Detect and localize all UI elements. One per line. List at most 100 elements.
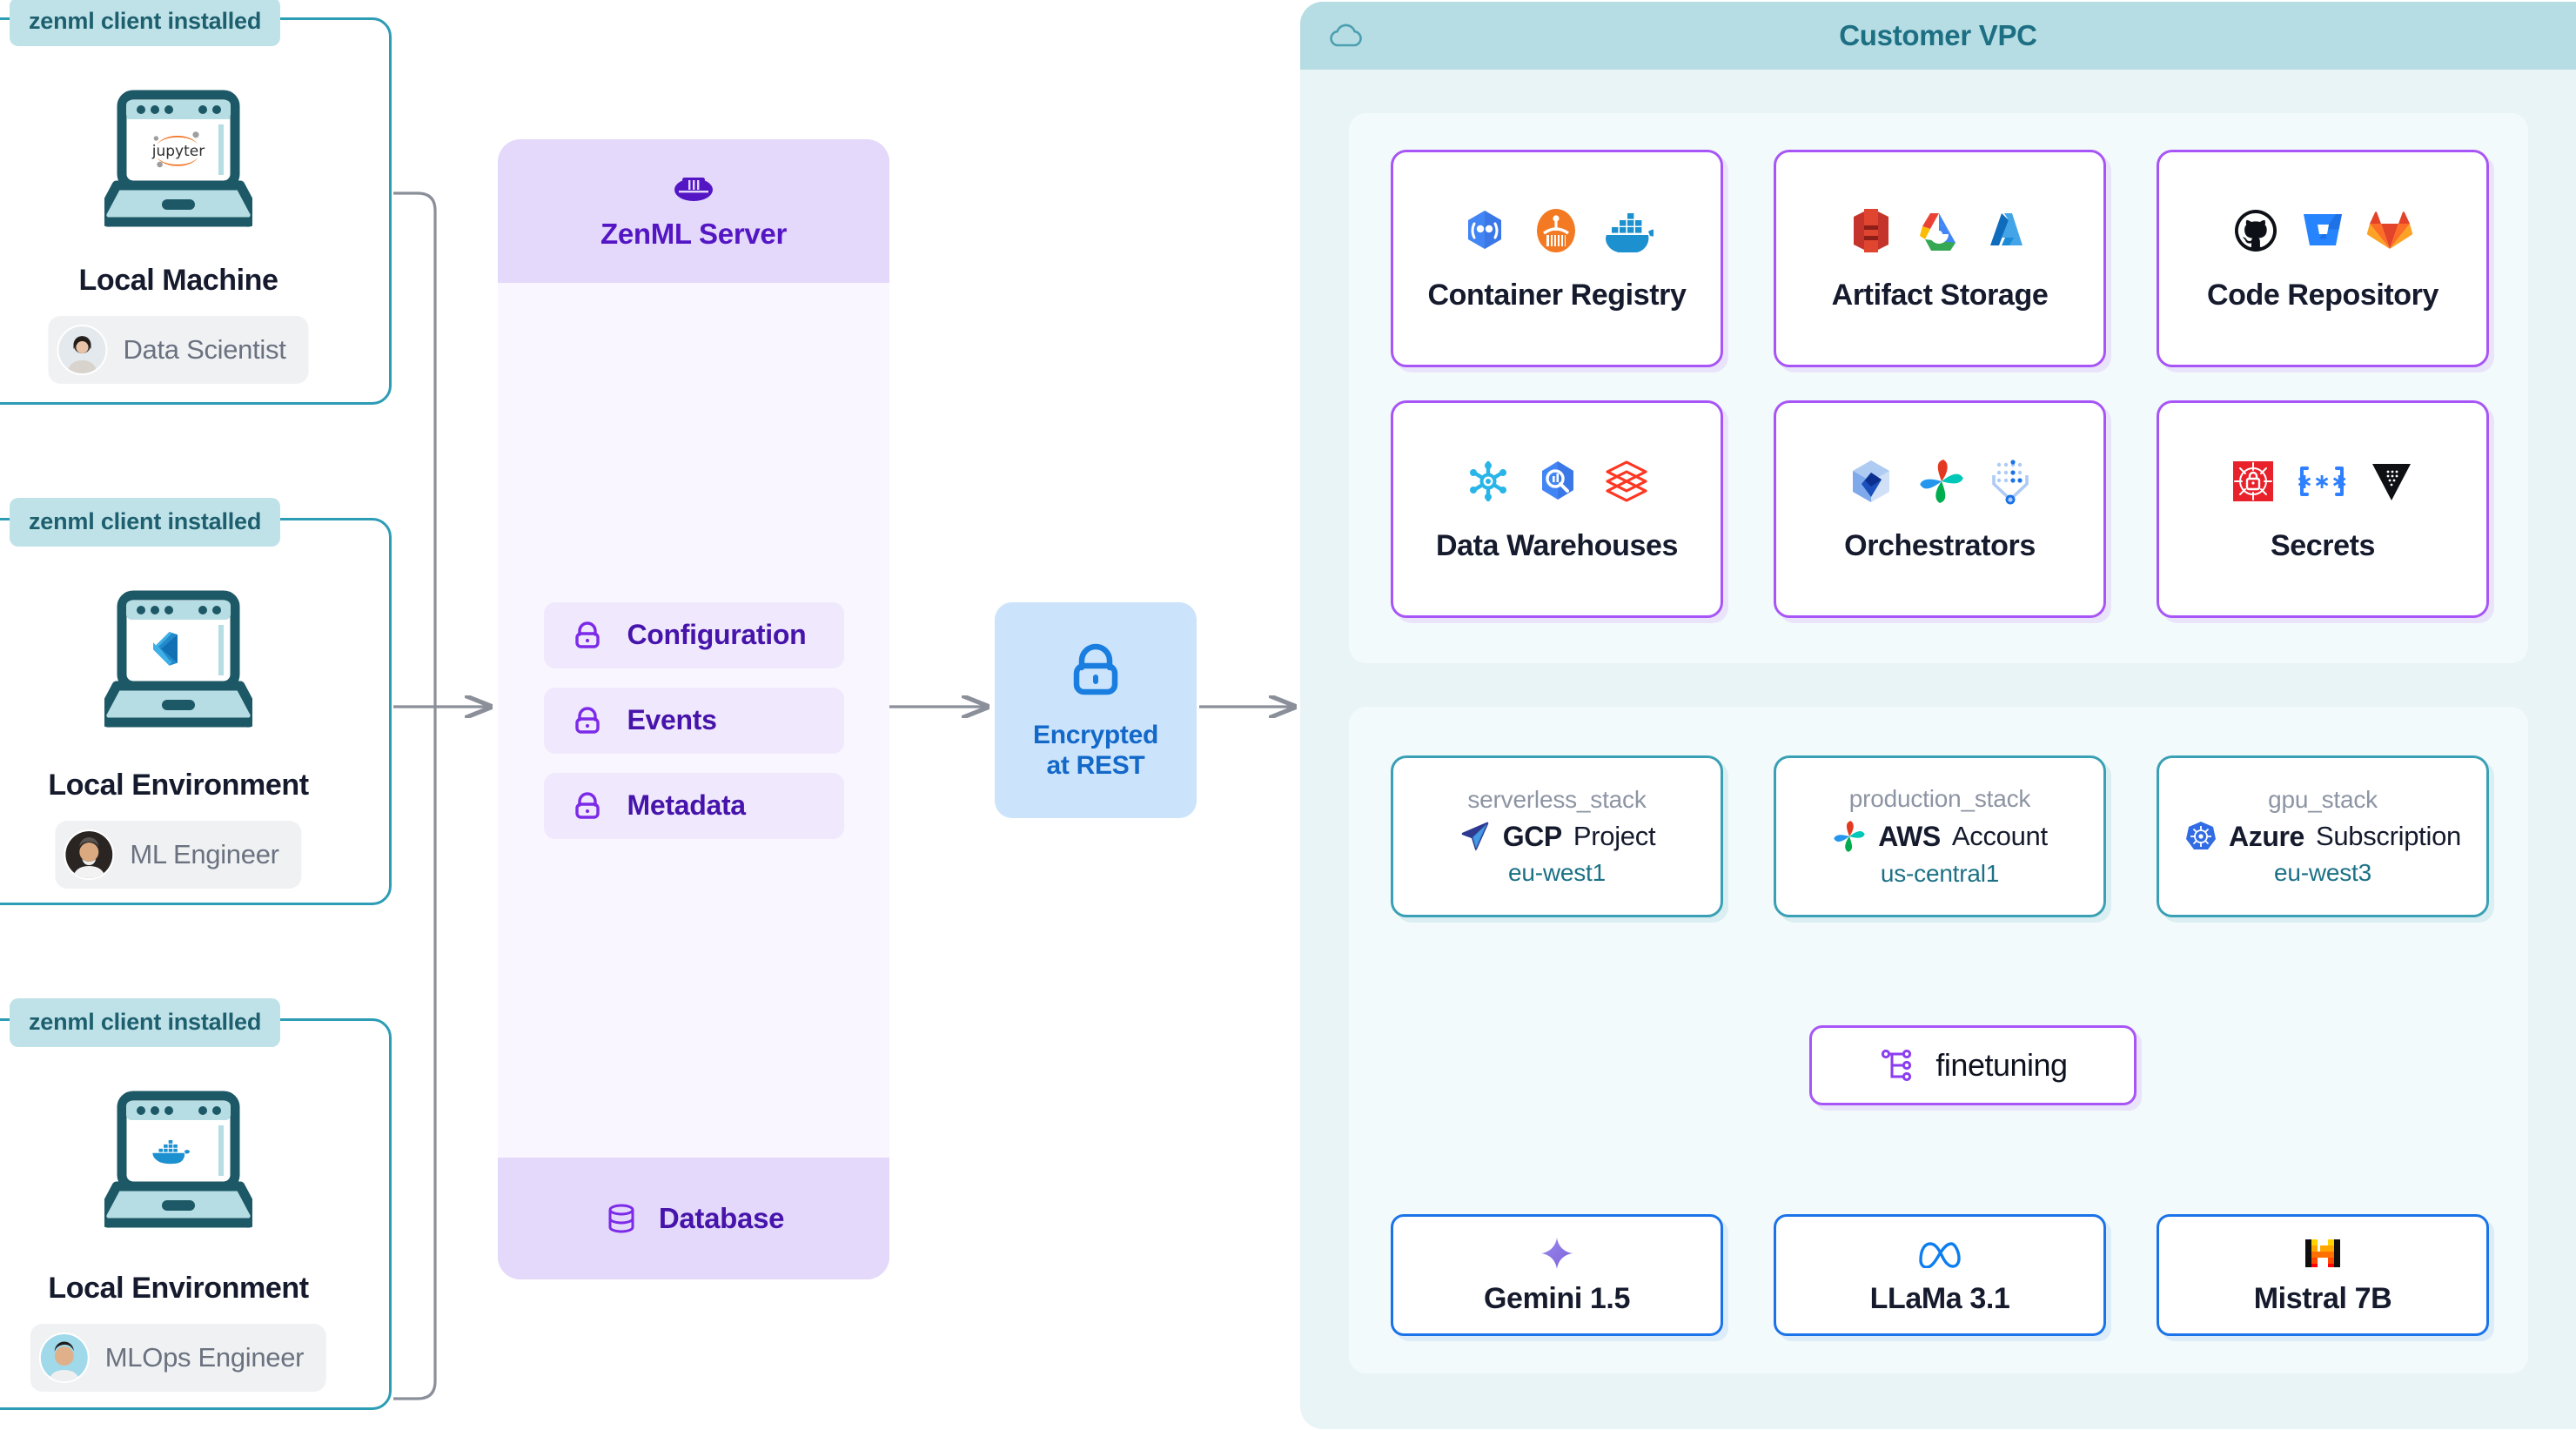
aws-secrets-manager-icon: [2233, 460, 2273, 501]
zenml-client-badge: zenml client installed: [10, 498, 281, 547]
stack-card-gpu[interactable]: gpu_stack Azure Subscription eu-west3: [2157, 755, 2489, 917]
stack-kind: Project: [1573, 821, 1656, 851]
azure-kubernetes-icon: [2186, 822, 2217, 849]
service-card-secrets[interactable]: ∗∗∗ Secrets: [2157, 400, 2489, 618]
card-title: Local Machine: [78, 264, 278, 297]
stack-name: serverless_stack: [1467, 786, 1647, 813]
model-card-mistral[interactable]: Mistral 7B: [2157, 1214, 2489, 1336]
service-label: Container Registry: [1427, 278, 1687, 312]
stack-kind: Account: [1951, 821, 2048, 851]
encrypted-at-rest-box: Encrypted at REST: [995, 602, 1197, 818]
vscode-icon: [104, 590, 252, 728]
zenml-client-badge: zenml client installed: [10, 998, 281, 1047]
server-row-metadata[interactable]: Metadata: [543, 772, 844, 839]
google-cloud-storage-icon: [1920, 212, 1955, 251]
client-card-local-environment-mlops: zenml client installed: [0, 998, 392, 1410]
gcp-container-registry-icon: [1468, 210, 1501, 249]
laptop-docker-illustration: [0, 1084, 389, 1232]
pipeline-icon: [1882, 1049, 1912, 1082]
model-label: Mistral 7B: [2253, 1281, 2392, 1315]
lock-icon: [1073, 643, 1118, 695]
server-row-label: Configuration: [627, 619, 807, 650]
service-label: Data Warehouses: [1435, 528, 1679, 562]
airflow-icon: [1920, 459, 1963, 503]
laptop-vscode-illustration: [0, 583, 389, 731]
service-label: Orchestrators: [1844, 528, 2036, 562]
stack-region: us-central1: [1880, 860, 2000, 887]
lock-icon: [574, 791, 600, 819]
service-label: Code Repository: [2206, 278, 2439, 312]
client-card-local-machine: zenml client installed jupyter: [0, 0, 392, 405]
databricks-icon: [1606, 460, 1647, 502]
service-icons: ∗∗∗: [2231, 456, 2414, 507]
avatar: [64, 829, 115, 880]
avatar: [57, 325, 108, 375]
azure-blob-icon: [1990, 212, 2023, 245]
stack-provider-row: AWS Account: [1832, 819, 2048, 854]
cloud-icon: [1330, 23, 1362, 47]
service-label: Secrets: [2270, 528, 2376, 562]
snowflake-icon: [1470, 460, 1506, 501]
model-label: Gemini 1.5: [1484, 1281, 1630, 1315]
bitbucket-icon: [2304, 213, 2342, 245]
stack-card-serverless[interactable]: serverless_stack GCP Project eu-west1: [1391, 755, 1723, 917]
model-label: LLaMa 3.1: [1869, 1281, 2010, 1315]
bigquery-icon: [1542, 460, 1573, 500]
encrypted-line-1: Encrypted: [1032, 721, 1158, 750]
server-row-events[interactable]: Events: [543, 687, 844, 754]
service-card-orchestrators[interactable]: Orchestrators: [1774, 400, 2106, 618]
hashicorp-vault-icon: [2372, 463, 2411, 500]
svg-text:∗∗∗: ∗∗∗: [2298, 469, 2346, 493]
zenml-server-database: Database: [498, 1158, 889, 1279]
stack-region: eu-west3: [2273, 859, 2371, 886]
stack-kind: Subscription: [2315, 821, 2461, 851]
customer-vpc-title: Customer VPC: [1839, 19, 2037, 51]
service-card-code-repository[interactable]: Code Repository: [2157, 150, 2489, 367]
persona-chip: ML Engineer: [55, 821, 302, 889]
jupyter-icon: jupyter: [104, 90, 252, 227]
service-card-artifact-storage[interactable]: Artifact Storage: [1774, 150, 2106, 367]
stack-cards-grid: serverless_stack GCP Project eu-west1 pr…: [1391, 755, 2489, 917]
zenml-server-body: Configuration Events Metadata: [498, 283, 889, 1158]
stack-provider: GCP: [1502, 820, 1563, 852]
gcp-secret-manager-icon: ∗∗∗: [2298, 466, 2346, 496]
pipeline-label: finetuning: [1935, 1047, 2068, 1083]
lock-icon: [574, 621, 600, 648]
stack-provider: Azure: [2229, 820, 2304, 852]
encrypted-line-2: at REST: [1046, 751, 1145, 780]
zenml-server-panel: ZenML Server Configuration Events: [498, 139, 889, 1279]
lock-icon: [574, 706, 600, 734]
service-icons: [1850, 205, 2029, 256]
model-icon-wrap: [1917, 1235, 1962, 1272]
model-card-llama[interactable]: LLaMa 3.1: [1774, 1214, 2106, 1336]
gitlab-icon: [2367, 211, 2412, 249]
mistral-icon: [2305, 1239, 2340, 1267]
persona-label: MLOps Engineer: [104, 1342, 305, 1373]
aws-s3-icon: [1854, 208, 1888, 252]
stack-card-production[interactable]: production_stack AWS Account us-central1: [1774, 755, 2106, 917]
service-card-container-registry[interactable]: Container Registry: [1391, 150, 1723, 367]
service-icons: [2233, 205, 2412, 256]
client-card-local-environment-ml: zenml client installed Local: [0, 498, 392, 905]
service-icons: [1465, 456, 1649, 507]
vertex-ai-icon: [1992, 459, 2029, 504]
stack-provider-row: Azure Subscription: [2184, 820, 2461, 853]
laptop-jupyter-illustration: jupyter: [0, 83, 389, 231]
zenml-client-badge: zenml client installed: [10, 0, 281, 46]
persona-chip: MLOps Engineer: [30, 1324, 327, 1392]
service-cards-grid: Container Registry: [1391, 150, 2489, 618]
gemini-icon: [1541, 1237, 1573, 1269]
service-icons: [1848, 456, 2032, 507]
server-row-configuration[interactable]: Configuration: [543, 601, 844, 668]
model-card-gemini[interactable]: Gemini 1.5: [1391, 1214, 1723, 1336]
github-icon: [2235, 209, 2277, 252]
stack-provider-row: GCP Project: [1459, 820, 1656, 853]
svg-text:jupyter: jupyter: [151, 143, 205, 160]
aws-pinwheel-icon: [1834, 821, 1865, 852]
server-row-label: Events: [627, 704, 717, 735]
service-label: Artifact Storage: [1831, 278, 2049, 312]
server-row-label: Metadata: [627, 789, 747, 821]
pipeline-node-finetuning[interactable]: finetuning: [1809, 1025, 2137, 1105]
service-card-data-warehouses[interactable]: Data Warehouses: [1391, 400, 1723, 618]
